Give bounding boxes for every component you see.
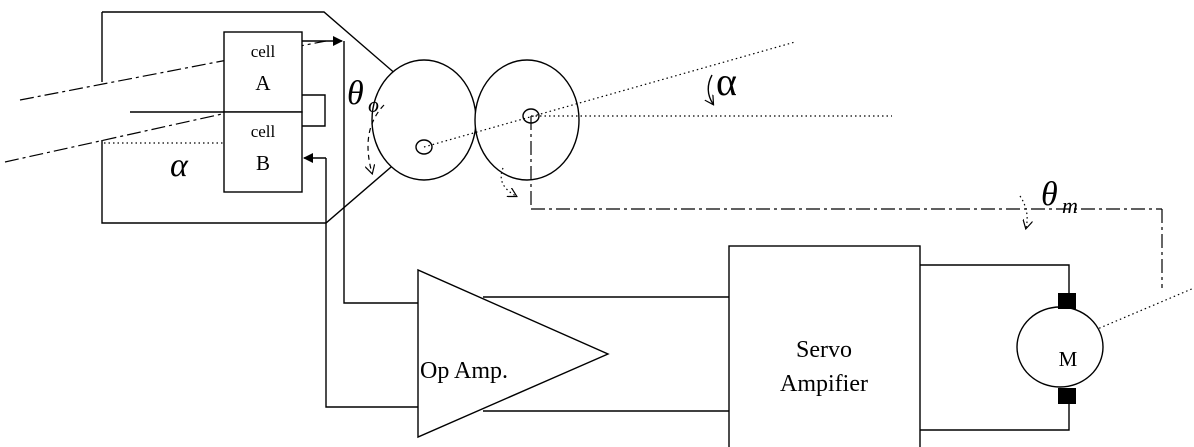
- theta-m-symbol: θ: [1041, 176, 1058, 213]
- roller-left: [371, 59, 477, 181]
- motor-terminal-bottom: [1058, 388, 1076, 404]
- op-amp-triangle: [417, 268, 610, 439]
- alpha-left-symbol: α: [170, 147, 189, 184]
- theta-o-subscript: o: [368, 92, 379, 117]
- motor-terminal-top: [1058, 293, 1076, 309]
- lower-slanted-line: [4, 113, 223, 163]
- theta-m-subscript: m: [1062, 193, 1078, 218]
- cell-b-output-wire: [325, 158, 418, 408]
- alpha-right-symbol: α: [716, 59, 737, 104]
- motor-shaft-dotted: [1094, 287, 1194, 331]
- cell-b-word: cell: [251, 122, 276, 141]
- op-amp-label: Op Amp.: [420, 358, 508, 384]
- cell-a-output-wire: [343, 41, 418, 304]
- theta-o-symbol: θ: [347, 75, 364, 112]
- theta-o-rotation-arrow: [368, 104, 385, 173]
- servo-amplifier-line1: Servo: [796, 337, 852, 363]
- servo-amplifier-line2: Ampifier: [780, 371, 868, 397]
- cell-a-word: cell: [251, 42, 276, 61]
- cell-a-letter: A: [255, 71, 271, 95]
- cell-a-box: [223, 31, 303, 113]
- motor-label: M: [1059, 347, 1078, 371]
- cell-b-letter: B: [256, 151, 270, 175]
- servo-to-motor-upper: [920, 264, 1070, 297]
- sensor-housing: [101, 11, 406, 224]
- servo-amplifier-box: [728, 245, 921, 447]
- alpha-right-arc: [708, 74, 713, 104]
- slanted-axis-line: [423, 41, 796, 148]
- theta-m-rotation-arrow: [1019, 195, 1027, 228]
- cell-b-box: [223, 111, 303, 193]
- cell-bridge: [302, 94, 326, 127]
- servo-to-motor-lower: [920, 395, 1070, 431]
